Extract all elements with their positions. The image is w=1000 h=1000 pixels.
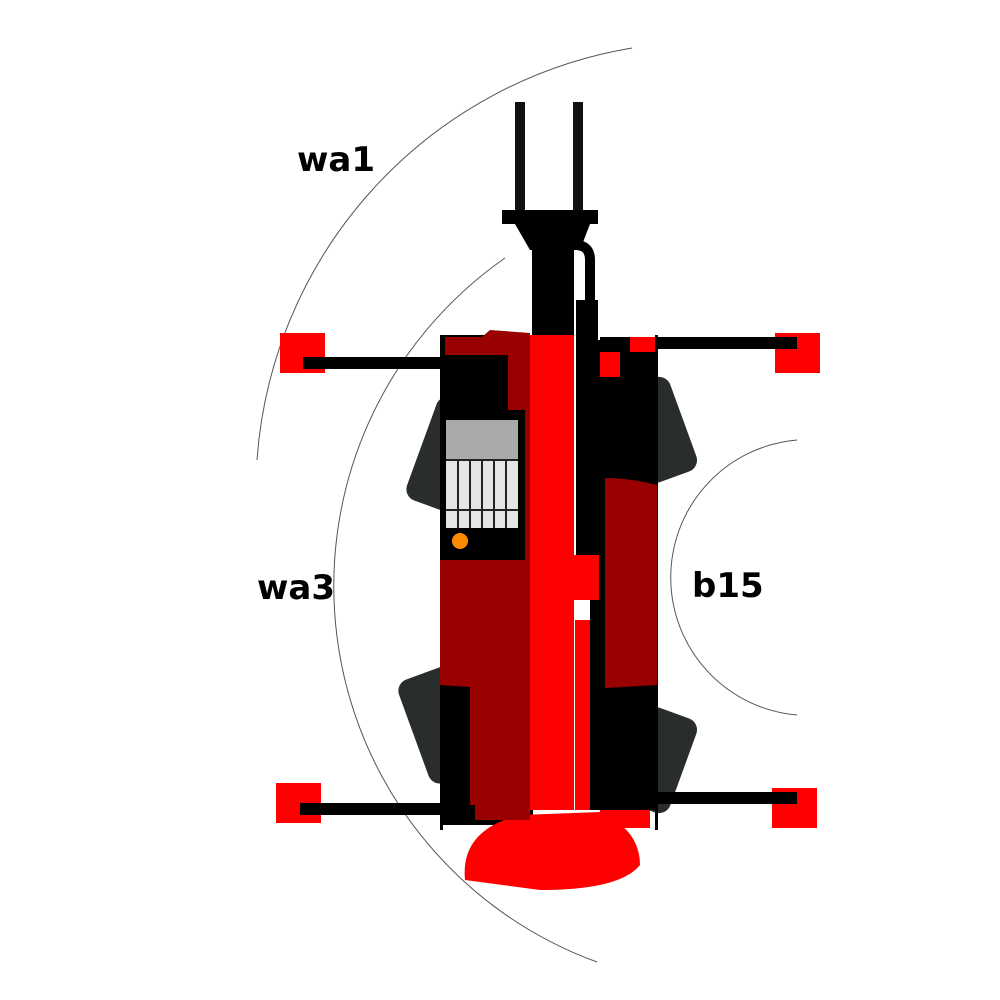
label-b15: b15	[692, 566, 764, 606]
indicator-light-icon	[452, 533, 468, 549]
label-wa3: wa3	[257, 568, 336, 608]
label-wa1: wa1	[297, 140, 376, 180]
left-body	[440, 330, 533, 825]
arc-wa1	[256, 47, 633, 461]
arc-b15	[670, 439, 798, 716]
right-body	[590, 337, 657, 810]
arc-wa3	[333, 257, 598, 963]
mast	[464, 102, 650, 890]
